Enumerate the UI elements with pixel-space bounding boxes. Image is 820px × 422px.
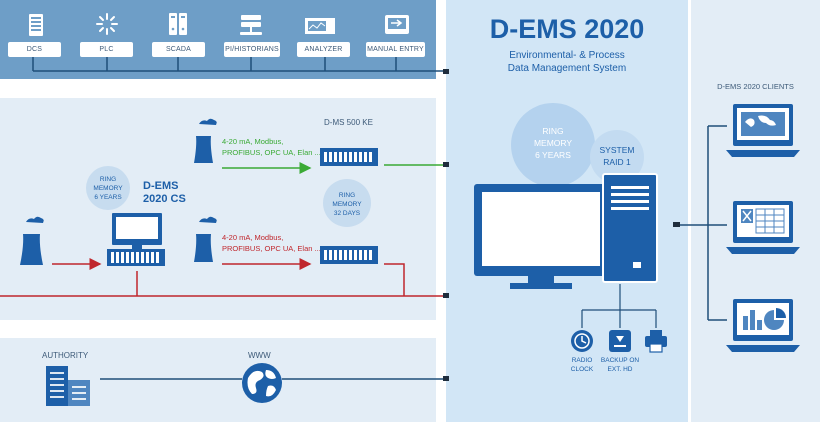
main-ring-bubble <box>511 103 595 187</box>
ke-device-upper <box>320 148 378 166</box>
cs-ring-line-3: 6 YEARS <box>94 194 122 201</box>
ke-ring-line-3: 32 DAYS <box>333 210 361 217</box>
green-protocols-1: 4-20 mA, Modbus, <box>222 137 284 146</box>
power-plant-icon-left <box>20 216 44 265</box>
raid-bubble <box>590 130 644 184</box>
globe-icon <box>242 363 282 403</box>
connector-red <box>443 293 449 298</box>
source-label-historians[interactable]: PI/HISTORIANS <box>224 42 280 57</box>
dems-main-subtitle-2: Data Management System <box>507 63 627 74</box>
cs-ring-line-2: MEMORY <box>93 185 123 192</box>
connector-clients <box>673 222 680 227</box>
source-label-plc[interactable]: PLC <box>80 42 133 57</box>
red-ke-link <box>384 263 405 296</box>
cs-ring-line-1: RING <box>99 176 117 183</box>
server-icon <box>29 14 43 36</box>
scada-server-icon <box>169 13 187 35</box>
laptop-icon-map <box>726 104 800 157</box>
ke-device-lower <box>320 246 378 264</box>
power-plant-icon-lower <box>194 216 217 262</box>
laptop-icon-chart <box>726 299 800 352</box>
cs-computer-icon <box>107 213 165 266</box>
radio-clock-label-1: RADIO <box>571 357 593 364</box>
laptop-icon-spreadsheet <box>726 201 800 254</box>
sparkle-icon <box>96 13 118 35</box>
raid-line-2: RAID 1 <box>603 157 631 167</box>
main-ring-line-1: RING <box>542 126 564 136</box>
power-plant-icon-upper <box>194 118 217 163</box>
dems-main-title: D-EMS 2020 <box>489 14 645 44</box>
connector-top <box>443 69 449 74</box>
ke-ring-bubble <box>323 179 371 227</box>
cs-title-2: 2020 CS <box>143 193 186 205</box>
connector-www <box>443 376 449 381</box>
ke-ring-line-1: RING <box>338 192 356 199</box>
main-ring-line-3: 6 YEARS <box>535 150 571 160</box>
printer-icon <box>645 330 667 353</box>
sources-band <box>0 0 436 79</box>
main-computer-icon <box>474 173 658 289</box>
manual-entry-icon <box>385 15 409 34</box>
www-label: WWW <box>248 351 271 360</box>
peripheral-tree <box>581 284 657 328</box>
red-protocols-2: PROFIBUS, OPC UA, Elan ... <box>222 244 321 253</box>
source-label-manual-entry[interactable]: MANUAL ENTRY <box>366 42 425 57</box>
ke-title: D-MS 500 KE <box>324 118 373 127</box>
connector-green <box>443 162 449 167</box>
hard-drive-icon <box>609 330 631 352</box>
authority-label: AUTHORITY <box>42 351 89 360</box>
source-label-scada[interactable]: SCADA <box>152 42 205 57</box>
green-protocols-2: PROFIBUS, OPC UA, Elan ... <box>222 148 321 157</box>
source-label-analyzer[interactable]: ANALYZER <box>297 42 350 57</box>
radio-clock-label-2: CLOCK <box>570 366 594 373</box>
raid-line-1: SYSTEM <box>599 145 635 155</box>
cs-title-1: D-EMS <box>143 180 179 192</box>
dems-main-subtitle-1: Environmental- & Process <box>509 50 625 61</box>
cs-ring-bubble <box>86 166 130 210</box>
red-protocols-1: 4-20 mA, Modbus, <box>222 233 284 242</box>
historian-icon <box>240 15 262 35</box>
clock-icon <box>571 330 593 352</box>
clients-tree <box>676 125 727 321</box>
source-label-dcs[interactable]: DCS <box>8 42 61 57</box>
authority-building-icon <box>46 366 90 406</box>
analyzer-icon <box>305 18 335 34</box>
backup-label-1: BACKUP ON <box>600 357 640 364</box>
backup-label-2: EXT. HD <box>607 366 633 373</box>
ke-ring-line-2: MEMORY <box>332 201 362 208</box>
main-ring-line-2: MEMORY <box>533 138 573 148</box>
clients-title: D-EMS 2020 CLIENTS <box>717 82 794 91</box>
source-bus <box>32 57 446 72</box>
